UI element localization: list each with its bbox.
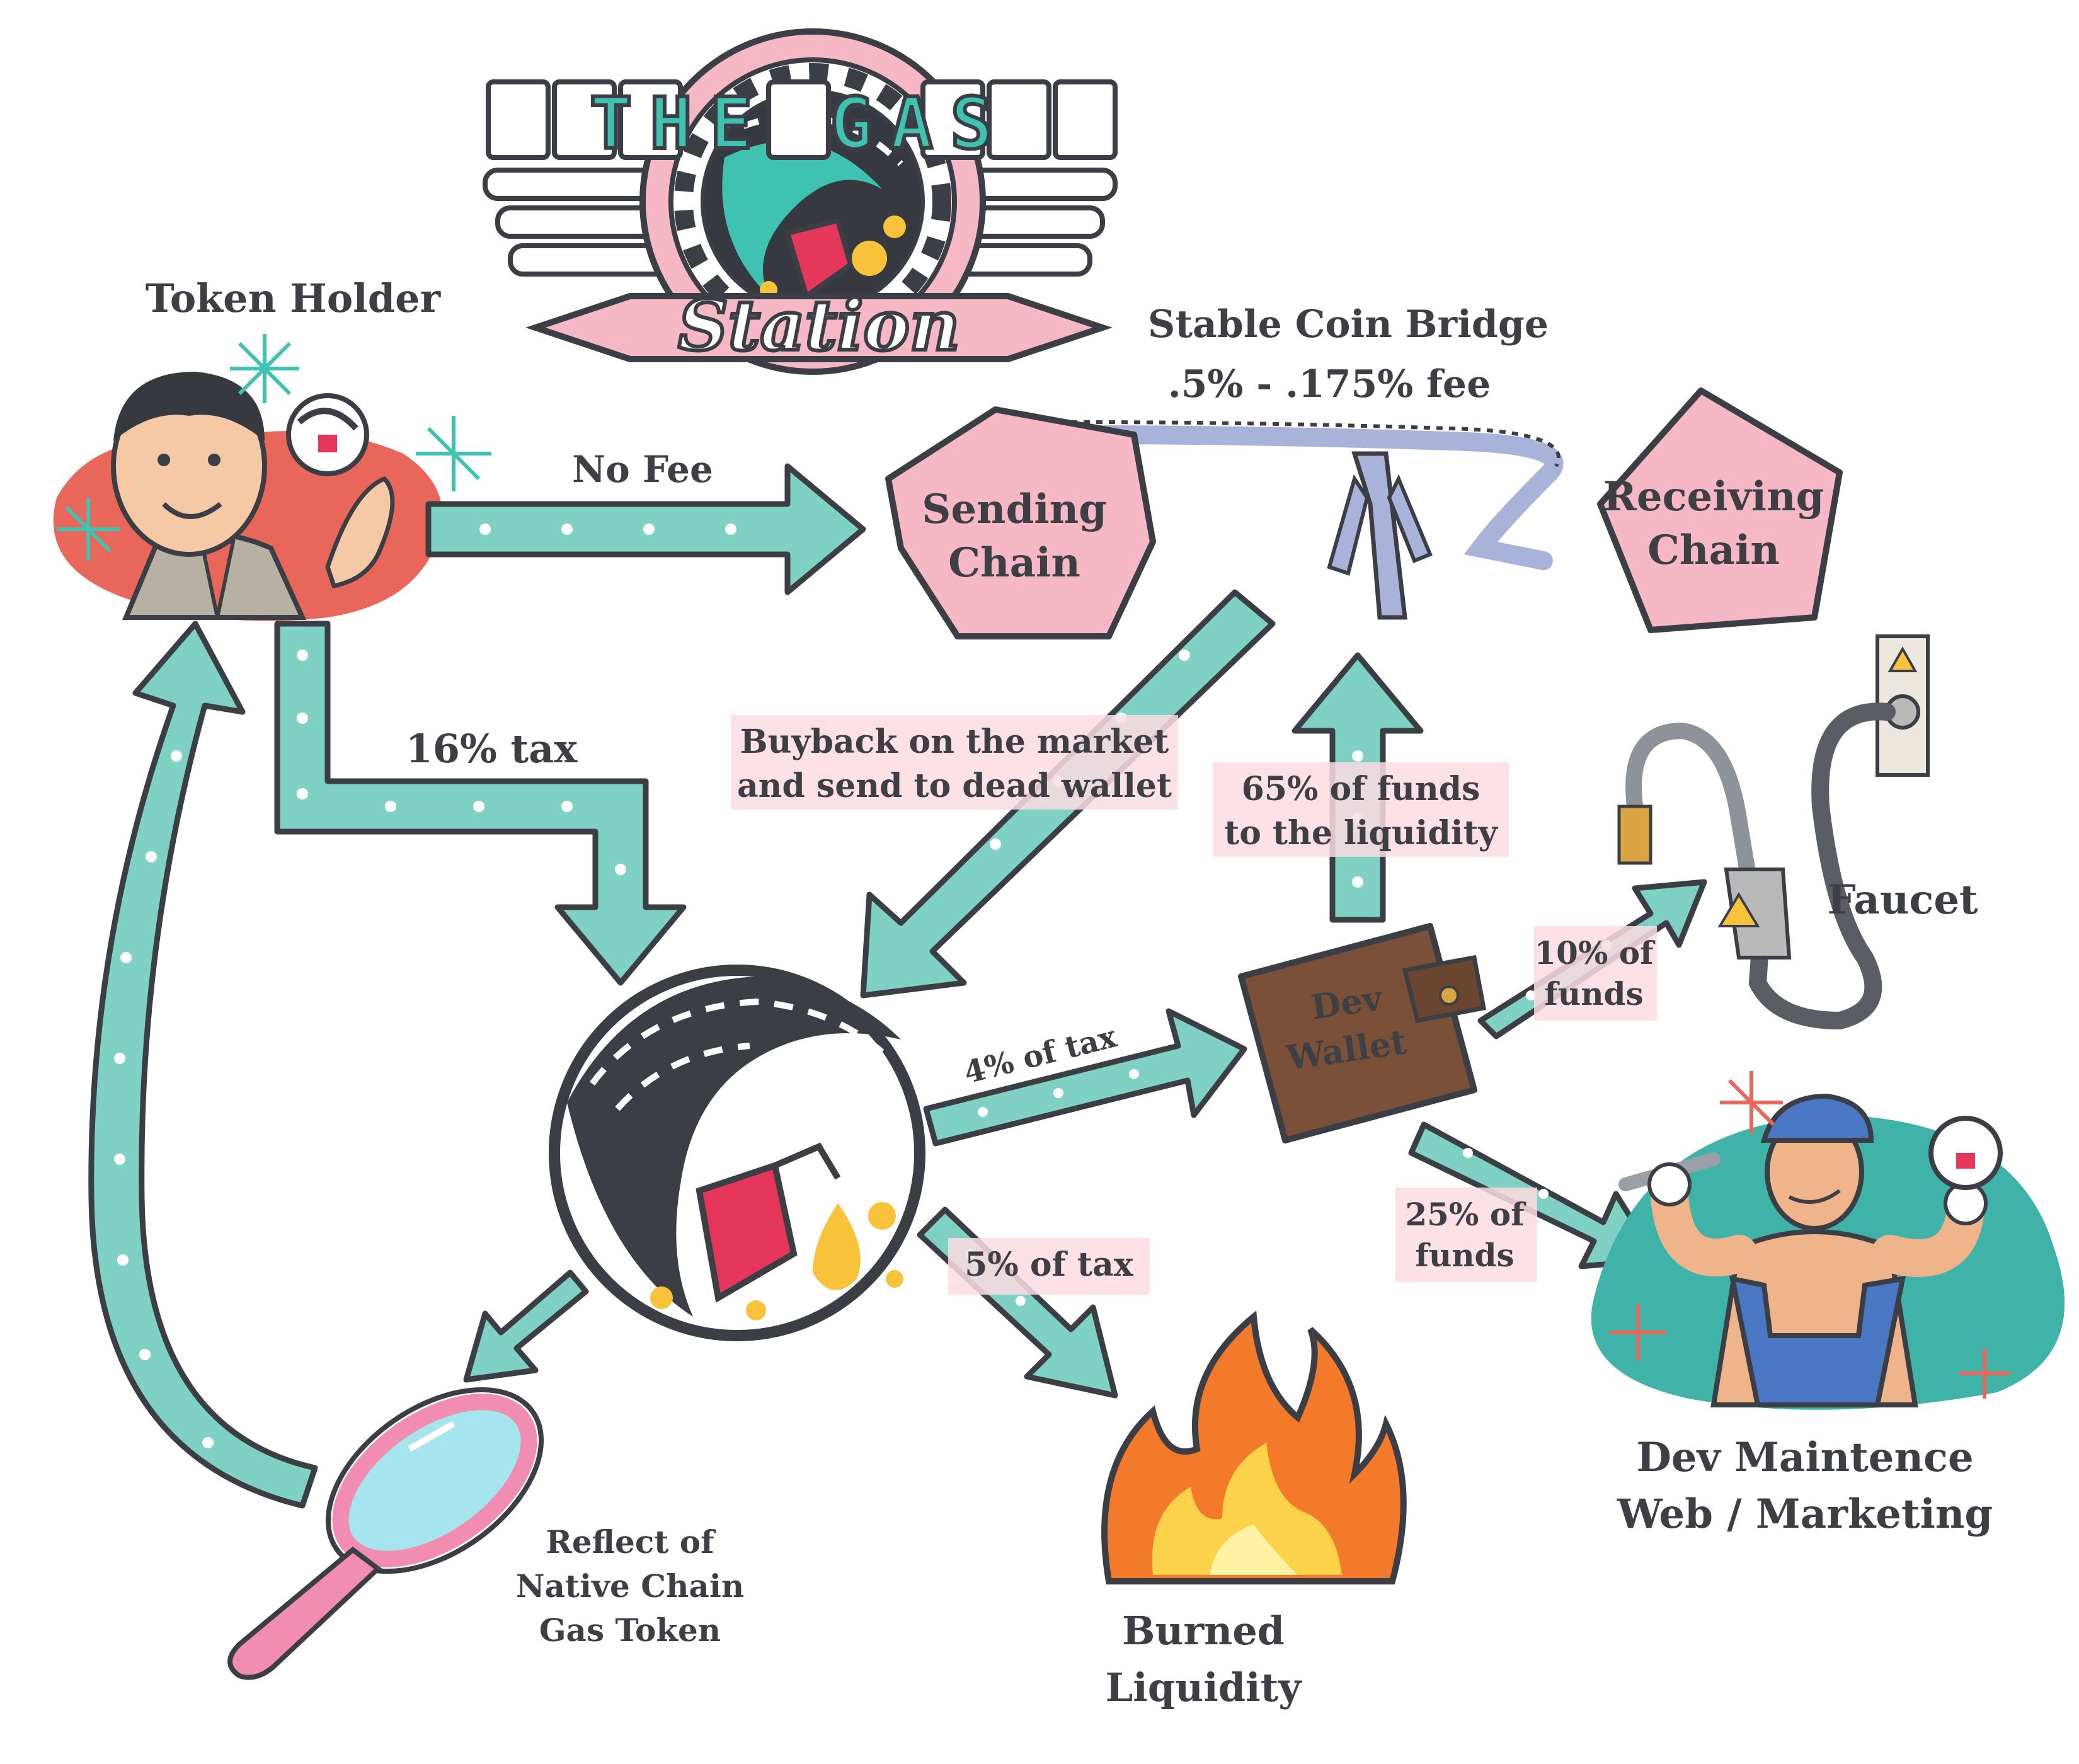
reflect-line-3: Gas Token	[539, 1612, 721, 1649]
bridge-fee: .5% - .175% fee	[1168, 362, 1491, 406]
bridge-title: Stable Coin Bridge	[1148, 302, 1549, 346]
arrow-to-mirror	[463, 1269, 589, 1383]
arrow-4-tax	[923, 1008, 1247, 1147]
token-holder-label: Token Holder	[146, 275, 442, 321]
gas-station-logo: THE GAS Station	[483, 28, 1118, 375]
funds-10-line-1: 10% of	[1534, 934, 1656, 971]
funds-25-line-2: funds	[1415, 1237, 1514, 1274]
dev-maintenance-line-2: Web / Marketing	[1617, 1491, 1993, 1538]
logo-script: Station	[678, 285, 959, 366]
sending-chain-node: Sending Chain	[885, 406, 1156, 639]
receiving-chain-line-2: Chain	[1647, 527, 1780, 574]
dev-maintenance-line-1: Dev Maintence	[1636, 1434, 1973, 1481]
buyback-line-1: Buyback on the market	[740, 723, 1169, 761]
liquidity-line-2: to the liquidity	[1224, 814, 1498, 852]
dev-wallet-line-1: Dev	[1309, 977, 1385, 1027]
tax-5-label: 5% of tax	[965, 1246, 1134, 1284]
hand-mirror-icon	[227, 1387, 544, 1680]
bridge-illustration	[1062, 420, 1564, 620]
arrow-5-tax	[917, 1206, 1118, 1399]
liquidity-line-1: 65% of funds	[1242, 770, 1480, 808]
funds-10-line-2: funds	[1544, 975, 1643, 1012]
sending-chain-line-1: Sending	[922, 486, 1107, 533]
funds-25-line-1: 25% of	[1405, 1196, 1526, 1233]
buyback-highlight	[731, 715, 1178, 810]
arrow-reflect-return	[88, 621, 318, 1509]
logo-title: THE GAS	[590, 83, 1011, 165]
no-fee-label: No Fee	[572, 448, 713, 491]
liquidity-highlight	[1213, 762, 1509, 857]
funds-10-highlight	[1534, 926, 1657, 1021]
wallet-icon: Dev Wallet	[1238, 923, 1487, 1143]
businessman-illustration	[53, 334, 491, 621]
tax-16-label: 16% tax	[406, 726, 578, 772]
arrow-no-fee	[425, 463, 866, 595]
sending-chain-line-2: Chain	[948, 539, 1080, 587]
buyback-line-2: and send to dead wallet	[737, 767, 1172, 805]
fire-icon	[1101, 1310, 1407, 1584]
burned-line-1: Burned	[1122, 1608, 1285, 1654]
receiving-chain-line-1: Receiving	[1603, 473, 1824, 520]
arrow-16-tax	[274, 621, 687, 986]
faucet-label: Faucet	[1827, 876, 1978, 924]
funds-25-highlight	[1395, 1188, 1537, 1282]
reflect-line-1: Reflect of	[546, 1523, 716, 1561]
faucet-hose-icon	[1617, 634, 1930, 1030]
mechanic-illustration	[1591, 1071, 2065, 1410]
burned-line-2: Liquidity	[1106, 1664, 1303, 1710]
tax-5-highlight	[948, 1238, 1150, 1295]
reflect-line-2: Native Chain	[516, 1567, 744, 1605]
coin-emblem-icon	[549, 965, 925, 1341]
receiving-chain-node: Receiving Chain	[1597, 387, 1843, 633]
